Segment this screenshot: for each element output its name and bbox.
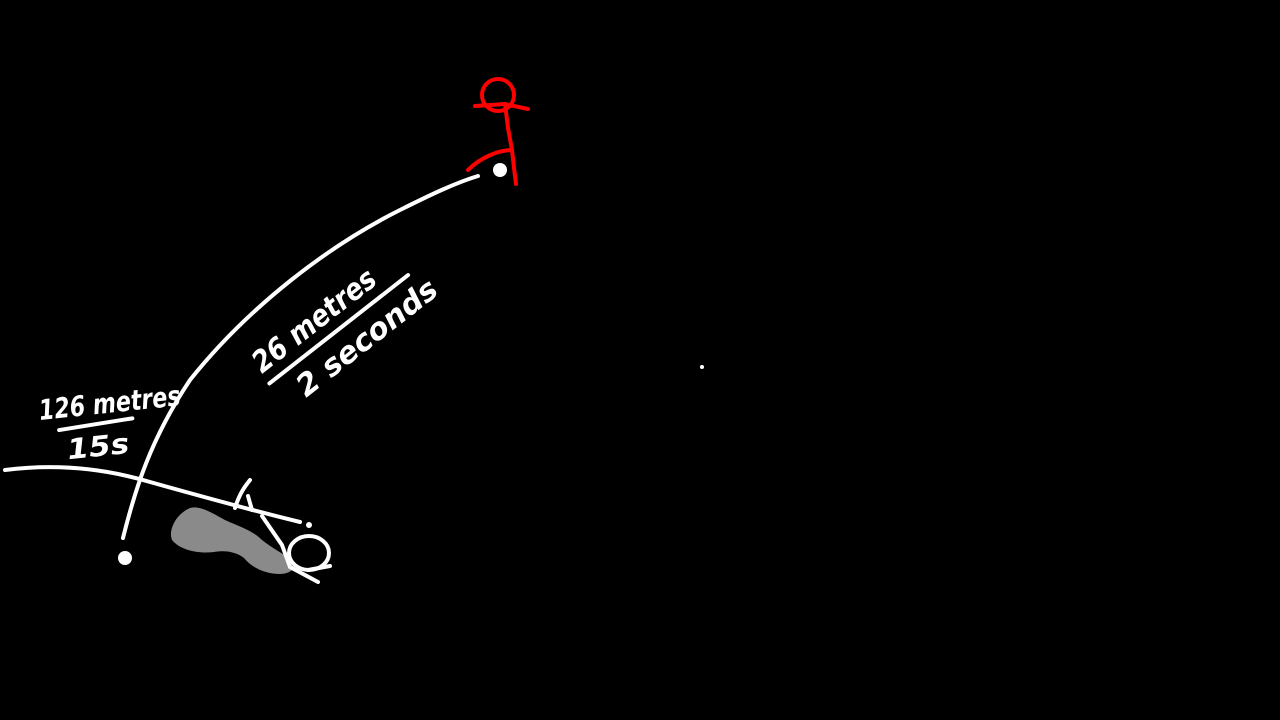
red-stick-figure — [466, 77, 530, 186]
red-figure-head — [480, 77, 516, 113]
red-figure-body — [503, 102, 514, 152]
fallen-figure-leg — [288, 564, 332, 584]
right-fraction-bar — [267, 273, 411, 386]
fallen-stick-figure — [233, 478, 332, 584]
stray-dot — [700, 365, 704, 369]
left-denominator-text: 15s — [66, 427, 131, 466]
end-point-dot — [493, 163, 507, 177]
fallen-figure-body — [260, 514, 292, 569]
red-figure-back-leg — [466, 148, 514, 172]
start-point-dot — [118, 551, 132, 565]
fallen-figure-arm — [233, 478, 254, 512]
fallen-figure-dot — [306, 522, 312, 528]
gray-smudge — [170, 507, 295, 574]
red-figure-front-leg — [510, 148, 518, 186]
trajectory-curve — [121, 174, 480, 540]
left-fraction-bar — [57, 416, 135, 433]
